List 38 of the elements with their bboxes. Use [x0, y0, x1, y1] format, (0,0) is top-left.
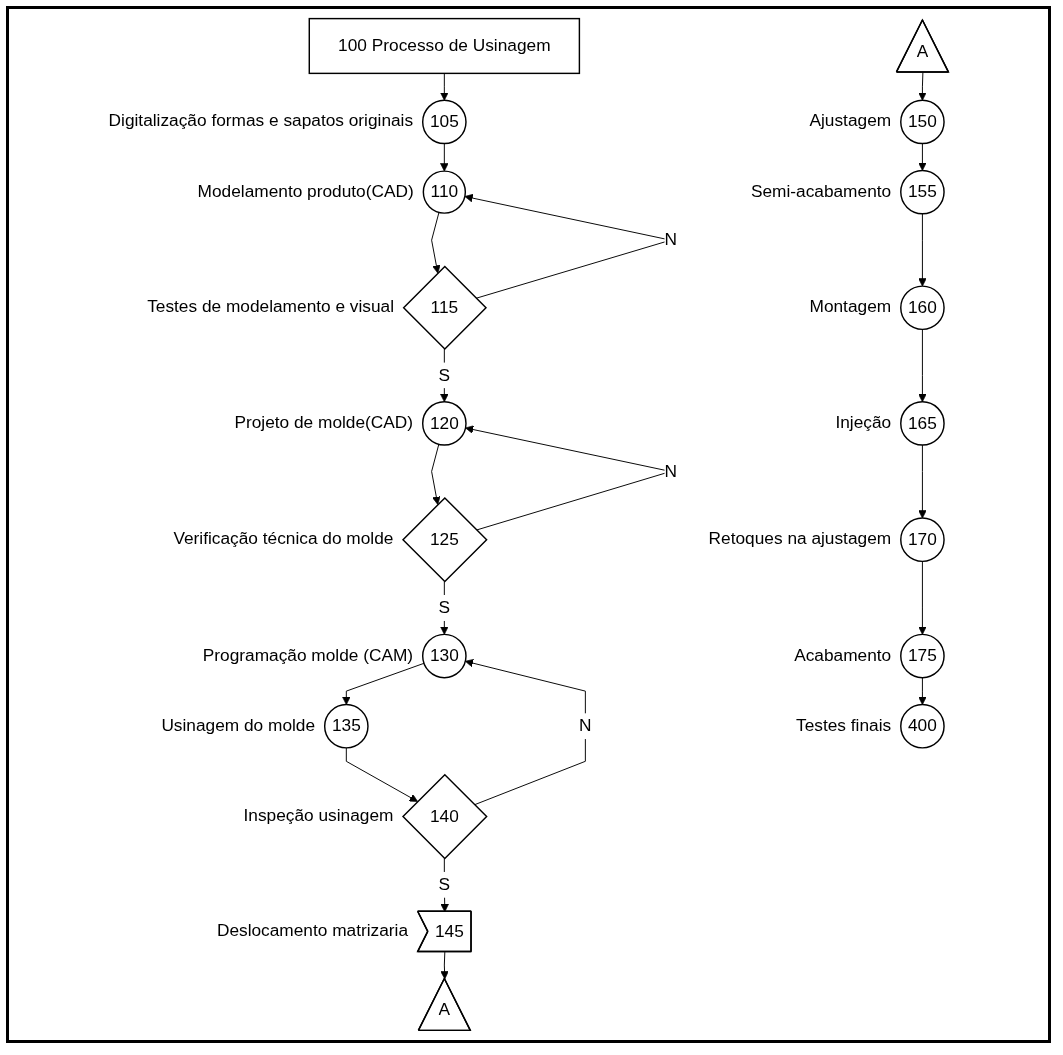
- step-label: Ajustagem: [809, 110, 892, 131]
- step-label: Montagem: [809, 296, 892, 317]
- edge-label: S: [438, 874, 451, 894]
- step-label: Testes de modelamento e visual: [147, 296, 395, 317]
- step-label: Programação molde (CAM): [202, 644, 414, 665]
- step-label: Inspeção usinagem: [243, 805, 394, 826]
- edge-label: N: [664, 461, 677, 481]
- node-circle: 400: [900, 703, 945, 749]
- step-label: Verificação técnica do molde: [173, 528, 394, 549]
- step-label: Projeto de molde(CAD): [234, 412, 414, 432]
- step-label: Deslocamento matrizaria: [216, 920, 409, 940]
- node-box: 100 Processo de Usinagem: [308, 17, 581, 75]
- edge-label: N: [664, 230, 677, 250]
- node-circle: 155: [900, 169, 945, 215]
- node-circle: 175: [900, 633, 945, 679]
- node-diamond: 125: [402, 496, 488, 583]
- step-label: Injeção: [835, 412, 892, 432]
- edge-label: S: [438, 365, 451, 385]
- node-diamond: 140: [402, 773, 488, 860]
- node-circle: 170: [900, 517, 945, 563]
- node-circle: 120: [421, 401, 467, 446]
- node-circle: 110: [422, 170, 467, 214]
- step-label: Modelamento produto(CAD): [197, 180, 414, 201]
- step-label: Usinagem do molde: [161, 714, 316, 735]
- node-circle: 130: [421, 633, 467, 679]
- step-label: Testes finais: [796, 714, 892, 735]
- node-circle: 160: [900, 285, 945, 331]
- node-diamond: 115: [402, 265, 487, 350]
- step-label: Semi-acabamento: [750, 180, 892, 201]
- node-circle: 150: [900, 99, 945, 145]
- edge-label: N: [579, 716, 592, 736]
- node-circle: 135: [323, 703, 369, 749]
- node-circle: 165: [900, 401, 945, 446]
- step-label: Acabamento: [794, 644, 892, 665]
- node-circle: 105: [421, 99, 467, 145]
- edge-label: S: [438, 597, 451, 618]
- step-label: Retoques na ajustagem: [708, 528, 892, 549]
- step-label: Digitalização formas e sapatos originais: [108, 110, 414, 131]
